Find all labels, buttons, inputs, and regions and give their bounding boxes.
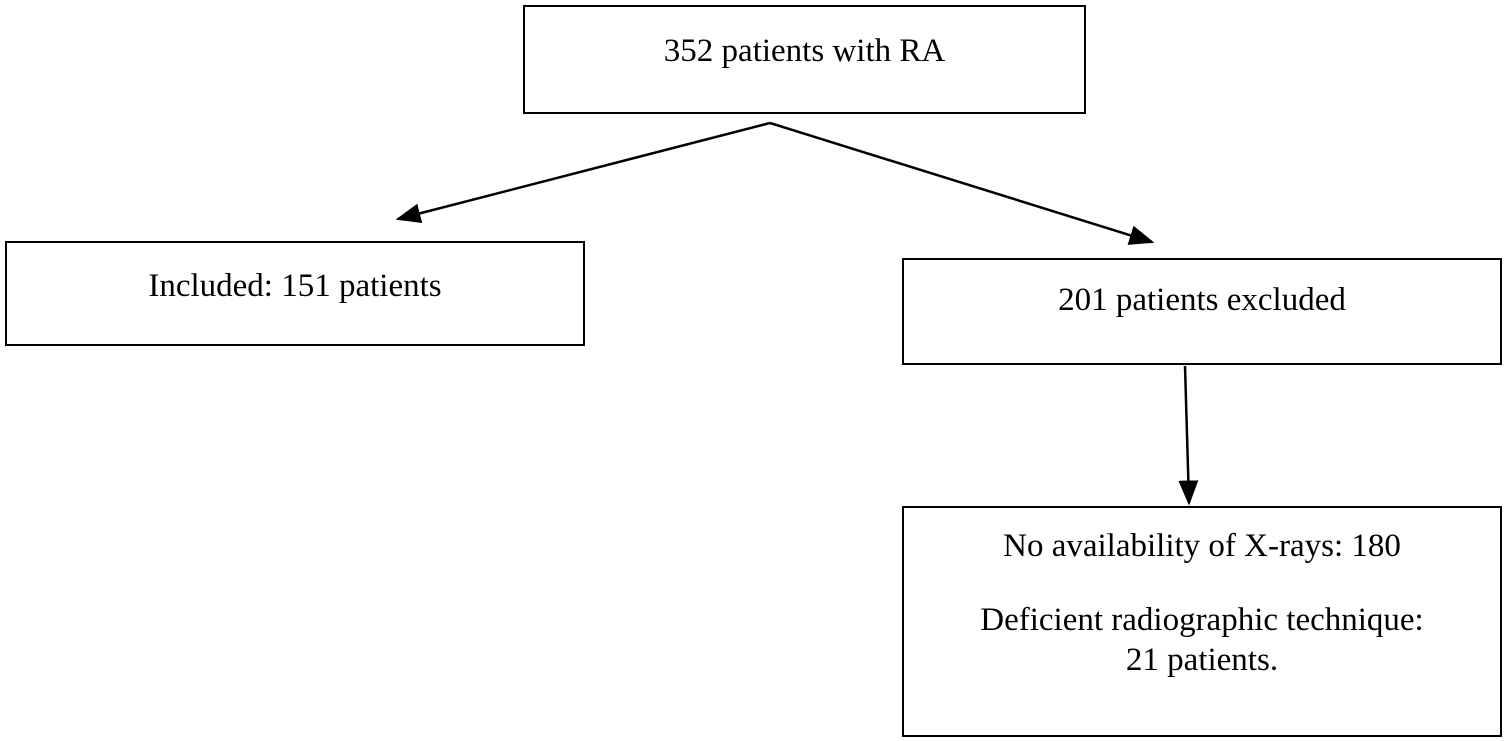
reason-deficient-technique: Deficient radiographic technique: bbox=[980, 602, 1424, 638]
included-patients-box: Included: 151 patients bbox=[5, 241, 585, 346]
reason-deficient-technique-count: 21 patients. bbox=[1125, 642, 1279, 678]
arrow-to-excluded bbox=[769, 121, 1155, 245]
arrow-to-included bbox=[395, 121, 771, 224]
excluded-patients-label: 201 patients excluded bbox=[1058, 282, 1346, 318]
total-patients-label: 352 patients with RA bbox=[663, 33, 946, 69]
exclusion-reasons-box: No availability of X-rays: 180 Deficient… bbox=[902, 506, 1502, 737]
reason-no-xrays: No availability of X-rays: 180 bbox=[1003, 528, 1401, 564]
excluded-patients-box: 201 patients excluded bbox=[902, 258, 1502, 365]
total-patients-box: 352 patients with RA bbox=[523, 5, 1086, 114]
arrow-to-reasons bbox=[1178, 365, 1199, 506]
included-patients-label: Included: 151 patients bbox=[148, 268, 442, 304]
